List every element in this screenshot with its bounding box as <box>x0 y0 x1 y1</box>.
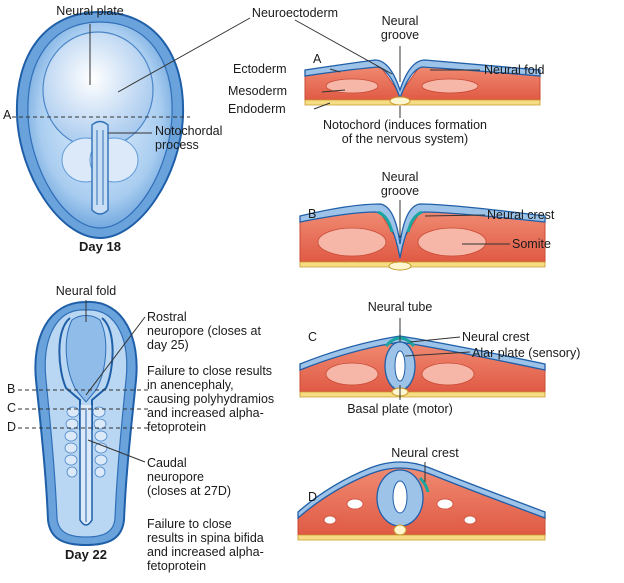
rostral-neuropore-label: Rostral neuropore (closes at day 25) <box>147 310 261 352</box>
neuroectoderm-label: Neuroectoderm <box>251 6 339 20</box>
day22-caption: Day 22 <box>65 547 107 562</box>
basal-plate-label: Basal plate (motor) <box>347 402 453 416</box>
section-line-c: C <box>7 401 17 415</box>
section-c <box>299 318 546 400</box>
notochordal-process-label: Notochordal process <box>155 124 223 152</box>
section-line-a: A <box>3 108 12 122</box>
neural-tube-label: Neural tube <box>367 300 433 314</box>
section-letter-b: B <box>308 207 317 221</box>
section-letter-a: A <box>313 52 322 66</box>
section-line-d: D <box>7 420 17 434</box>
ectoderm-label: Ectoderm <box>233 62 287 76</box>
notochord-label: Notochord (induces formation of the nerv… <box>323 118 487 146</box>
somite-label: Somite <box>512 237 551 251</box>
day18-caption: Day 18 <box>79 239 121 254</box>
anencephaly-label: Failure to close results in anencephaly,… <box>147 364 275 434</box>
day18-embryo <box>12 10 251 240</box>
section-b <box>299 200 546 271</box>
day22-embryo <box>18 300 150 547</box>
neural-crest-label-b: Neural crest <box>487 208 555 222</box>
neural-fold-label-22: Neural fold <box>55 284 117 298</box>
spina-bifida-label: Failure to close results in spina bifida… <box>147 517 264 573</box>
neural-groove-label-a: Neural groove <box>380 14 420 42</box>
section-line-b: B <box>7 382 16 396</box>
mesoderm-label: Mesoderm <box>228 84 288 98</box>
neural-crest-label-d: Neural crest <box>391 446 459 460</box>
neural-plate-label: Neural plate <box>56 4 124 18</box>
alar-plate-label: Alar plate (sensory) <box>472 346 581 360</box>
neural-fold-label-a: Neural fold <box>484 63 545 77</box>
section-letter-c: C <box>308 330 318 344</box>
section-a <box>294 19 541 118</box>
section-d <box>297 461 546 541</box>
caudal-neuropore-label: Caudal neuropore (closes at 27D) <box>147 456 232 498</box>
neural-groove-label-b: Neural groove <box>380 170 420 198</box>
neural-crest-label-c: Neural crest <box>462 330 530 344</box>
endoderm-label: Endoderm <box>228 102 286 116</box>
section-letter-d: D <box>308 490 318 504</box>
